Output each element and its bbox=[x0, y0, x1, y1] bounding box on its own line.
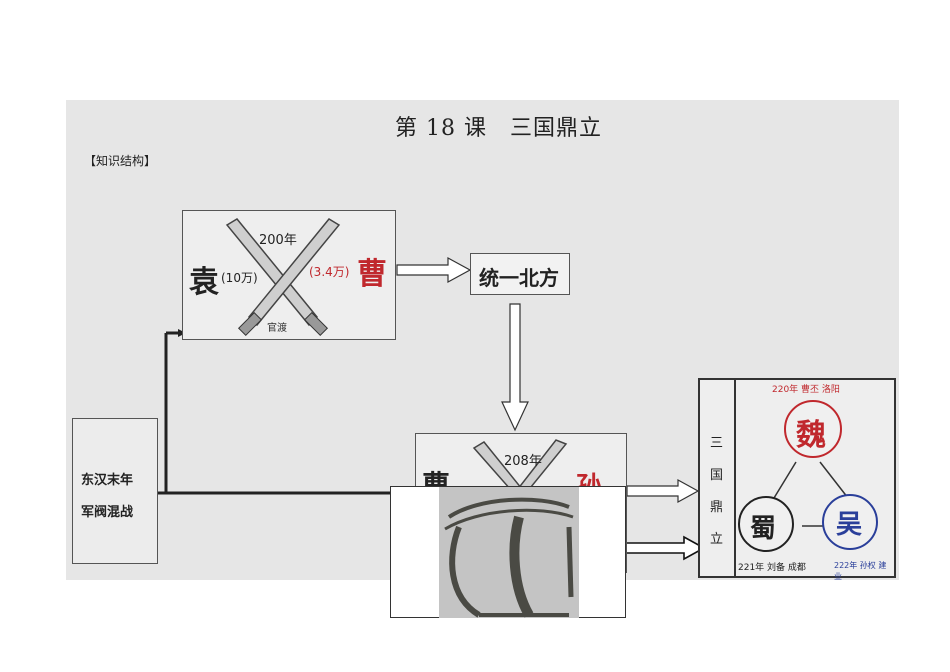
unify-north-box: 统一北方 bbox=[470, 253, 570, 295]
battle1-right-name: 曹 bbox=[357, 257, 387, 292]
battle1-left-army: (10万) bbox=[221, 271, 258, 285]
wu-circle bbox=[822, 494, 878, 550]
battle1-left-name: 袁 bbox=[189, 265, 219, 300]
three-kingdoms-char-1: 三 bbox=[710, 436, 724, 451]
battle1-right-army: (3.4万) bbox=[309, 265, 350, 279]
unify-north-label: 统一北方 bbox=[479, 266, 559, 290]
overlay-patch bbox=[390, 486, 626, 618]
warlords-box: 东汉末年 军阀混战 bbox=[72, 418, 158, 564]
wei-note: 220年 曹丕 洛阳 bbox=[772, 385, 840, 395]
three-kingdoms-box: 三 国 鼎 立 220年 曹丕 洛阳 魏 蜀 吴 221年 刘备 成都 222年… bbox=[698, 378, 896, 581]
warlords-line1: 东汉末年 bbox=[81, 473, 134, 488]
wei-label: 魏 bbox=[796, 418, 826, 453]
three-kingdoms-char-3: 鼎 bbox=[710, 500, 724, 515]
three-kingdoms-char-2: 国 bbox=[710, 468, 724, 483]
battle1-year: 200年 bbox=[259, 233, 297, 248]
warlords-line2: 军阀混战 bbox=[81, 505, 134, 520]
shu-circle bbox=[738, 496, 794, 552]
battle-guandu-box: 200年 袁 (10万) (3.4万) 曹 官渡 bbox=[182, 210, 396, 340]
crossed-swords-icon bbox=[225, 218, 341, 337]
page-title: 第 18 课 三国鼎立 bbox=[395, 116, 602, 141]
three-kingdoms-divider bbox=[734, 380, 736, 576]
battle2-year: 208年 bbox=[504, 454, 542, 469]
scribble-icon bbox=[439, 487, 579, 618]
battle1-place: 官渡 bbox=[267, 323, 287, 334]
section-label: 【知识结构】 bbox=[84, 154, 157, 168]
wu-label: 吴 bbox=[836, 510, 863, 540]
wu-note: 222年 孙权 建业 bbox=[834, 561, 887, 581]
shu-label: 蜀 bbox=[750, 514, 777, 544]
shu-note: 221年 刘备 成都 bbox=[738, 563, 806, 573]
three-kingdoms-char-4: 立 bbox=[710, 532, 724, 547]
wei-circle bbox=[784, 400, 842, 458]
